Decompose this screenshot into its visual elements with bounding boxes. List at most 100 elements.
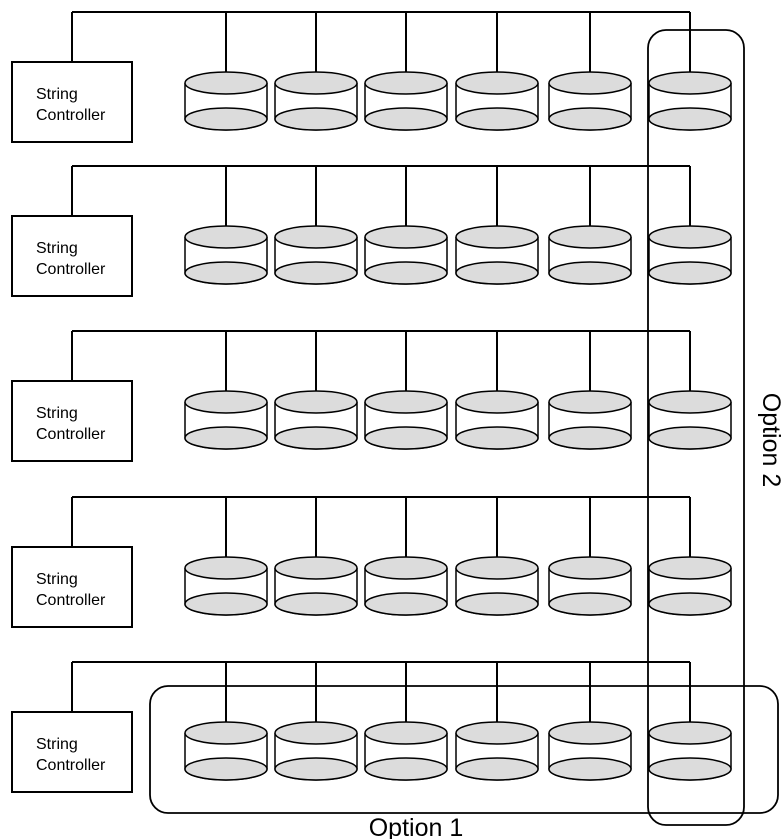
disk-top-face [648, 390, 732, 414]
disk-bottom-face [648, 757, 732, 781]
disk-top-face [274, 721, 358, 745]
disk-bottom-face [648, 426, 732, 450]
disk-top-face [548, 71, 632, 95]
disk-bottom-face [184, 426, 268, 450]
disk-drive [548, 662, 632, 781]
controller-label-line2: Controller [36, 107, 106, 124]
disk-drive [455, 497, 539, 616]
disk-drive [364, 331, 448, 450]
disk-bottom-face [364, 757, 448, 781]
option2-label: Option 2 [757, 393, 784, 488]
controller-label-line1: String [36, 571, 78, 588]
controller-label-line2: Controller [36, 592, 106, 609]
disk-bottom-face [274, 426, 358, 450]
controller-label-line1: String [36, 86, 78, 103]
disk-drive [648, 662, 732, 781]
disk-top-face [274, 225, 358, 249]
string-controller-box [11, 546, 133, 628]
disk-drive [548, 12, 632, 131]
disk-top-face [648, 71, 732, 95]
disk-drive [648, 497, 732, 616]
disk-top-face [184, 721, 268, 745]
disk-drive [364, 166, 448, 285]
disk-top-face [455, 225, 539, 249]
disk-bottom-face [184, 261, 268, 285]
string-controller-box [11, 711, 133, 793]
disk-top-face [648, 556, 732, 580]
disk-drive [548, 331, 632, 450]
disk-drive [364, 12, 448, 131]
disk-top-face [274, 390, 358, 414]
controller-label-line1: String [36, 240, 78, 257]
disk-top-face [364, 390, 448, 414]
disk-top-face [184, 225, 268, 249]
disk-bottom-face [364, 592, 448, 616]
disk-drive [455, 166, 539, 285]
disk-bottom-face [548, 261, 632, 285]
disk-drive [648, 12, 732, 131]
disk-top-face [184, 556, 268, 580]
disk-top-face [184, 390, 268, 414]
controller-label-line2: Controller [36, 757, 106, 774]
disk-bottom-face [364, 261, 448, 285]
disk-bottom-face [455, 757, 539, 781]
disk-drive [364, 497, 448, 616]
disk-bottom-face [648, 107, 732, 131]
disk-top-face [455, 71, 539, 95]
disk-bottom-face [274, 107, 358, 131]
disk-bottom-face [274, 261, 358, 285]
disk-bottom-face [548, 107, 632, 131]
disk-bottom-face [548, 757, 632, 781]
disk-bottom-face [548, 592, 632, 616]
disk-drive [274, 497, 358, 616]
disk-drive [648, 331, 732, 450]
controller-label-line2: Controller [36, 261, 106, 278]
disk-drive [364, 662, 448, 781]
disk-bottom-face [274, 757, 358, 781]
disk-top-face [364, 225, 448, 249]
disk-bottom-face [455, 107, 539, 131]
disk-top-face [548, 225, 632, 249]
disk-top-face [648, 721, 732, 745]
string-controller-box [11, 61, 133, 143]
string-rows: StringControllerStringControllerStringCo… [11, 11, 732, 793]
disk-drive [184, 12, 268, 131]
disk-bottom-face [648, 261, 732, 285]
controller-label-line1: String [36, 405, 78, 422]
disk-drive [455, 331, 539, 450]
disk-bottom-face [184, 107, 268, 131]
disk-top-face [548, 390, 632, 414]
disk-bottom-face [548, 426, 632, 450]
disk-top-face [548, 556, 632, 580]
disk-top-face [364, 71, 448, 95]
disk-drive [274, 12, 358, 131]
disk-bottom-face [364, 426, 448, 450]
disk-drive [274, 166, 358, 285]
disk-drive [548, 497, 632, 616]
disk-top-face [274, 556, 358, 580]
option1-group-outline [149, 685, 779, 814]
disk-drive [455, 662, 539, 781]
disk-drive [274, 331, 358, 450]
disk-top-face [455, 721, 539, 745]
disk-drive [455, 12, 539, 131]
disk-bottom-face [455, 261, 539, 285]
disk-drive [648, 166, 732, 285]
disk-top-face [364, 556, 448, 580]
string-controller-box [11, 380, 133, 462]
disk-bottom-face [455, 592, 539, 616]
controller-label-line2: Controller [36, 426, 106, 443]
disk-top-face [364, 721, 448, 745]
disk-drive [184, 331, 268, 450]
option2-group-outline [647, 29, 745, 826]
disk-bottom-face [455, 426, 539, 450]
disk-drive [184, 166, 268, 285]
disk-bottom-face [648, 592, 732, 616]
string-controller-box [11, 215, 133, 297]
disk-top-face [455, 556, 539, 580]
disk-drive [184, 497, 268, 616]
